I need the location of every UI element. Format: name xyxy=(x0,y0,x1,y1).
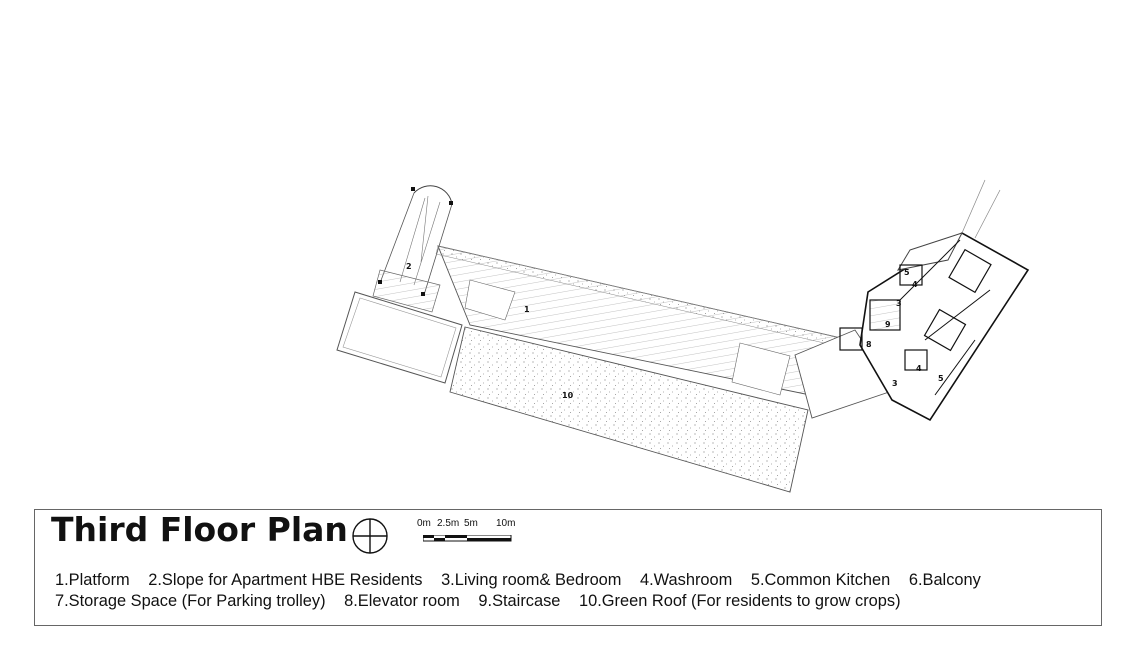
plan-label: 8 xyxy=(866,340,872,349)
left-block xyxy=(336,291,463,384)
legend-item: 3.Living room& Bedroom xyxy=(441,571,622,589)
plan-label: 2 xyxy=(406,262,412,271)
page-title: Third Floor Plan xyxy=(51,510,348,549)
plan-label: 1 xyxy=(524,305,530,314)
legend-item: 8.Elevator room xyxy=(344,592,460,610)
north-arrow-icon xyxy=(352,518,388,554)
legend-panel: Third Floor Plan 0m 2.5m 5m 10m 1.Platfo… xyxy=(34,509,1102,626)
scale-label: 2.5m xyxy=(437,518,460,529)
floor-plan-drawing: 1 2 3 3 4 4 5 5 8 9 10 xyxy=(336,179,1030,493)
scale-label: 10m xyxy=(496,518,516,529)
legend-item: 9.Staircase xyxy=(478,592,561,610)
legend-row: 1.Platform 2.Slope for Apartment HBE Res… xyxy=(55,570,1095,591)
legend-item: 10.Green Roof (For residents to grow cro… xyxy=(578,592,901,610)
plan-label: 3 xyxy=(892,379,898,388)
legend-item: 2.Slope for Apartment HBE Residents xyxy=(148,571,423,589)
plan-label: 4 xyxy=(916,364,922,373)
legend-item: 5.Common Kitchen xyxy=(750,571,891,589)
plan-label: 10 xyxy=(562,391,574,400)
green-roof-area xyxy=(449,326,809,493)
scale-label: 0m xyxy=(417,518,431,529)
legend-list: 1.Platform 2.Slope for Apartment HBE Res… xyxy=(55,570,1095,612)
scale-bar-graphic xyxy=(423,535,512,542)
plan-label: 5 xyxy=(938,374,944,383)
legend-item: 7.Storage Space (For Parking trolley) xyxy=(55,592,326,610)
plan-label: 9 xyxy=(885,320,891,329)
legend-item: 6.Balcony xyxy=(908,571,981,589)
plan-label: 5 xyxy=(904,268,910,277)
legend-row: 7.Storage Space (For Parking trolley) 8.… xyxy=(55,591,1095,612)
scale-label: 5m xyxy=(464,518,478,529)
plan-label: 4 xyxy=(912,280,918,289)
plan-label: 3 xyxy=(896,299,902,308)
apartment-block xyxy=(839,179,1030,422)
legend-item: 1.Platform xyxy=(55,571,130,589)
legend-item: 4.Washroom xyxy=(640,571,733,589)
